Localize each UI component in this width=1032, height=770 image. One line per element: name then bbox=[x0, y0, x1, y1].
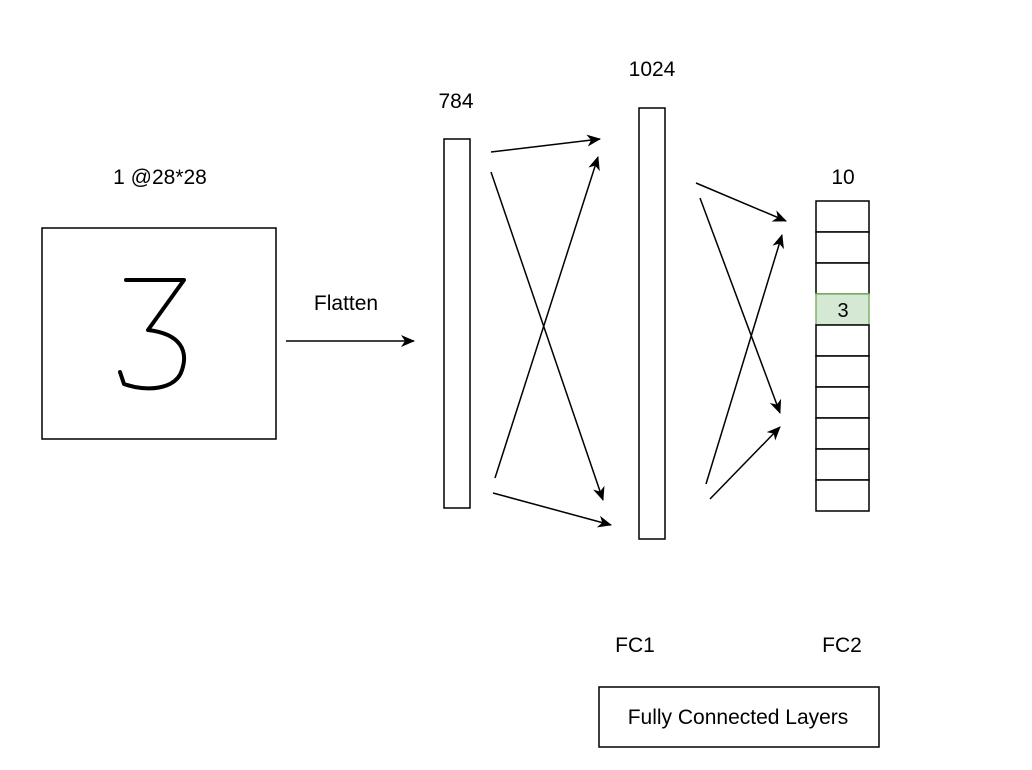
flatten-label: Flatten bbox=[313, 292, 379, 315]
connection-arrow bbox=[490, 134, 601, 153]
fc2-cell bbox=[815, 355, 870, 388]
fc2-cell bbox=[815, 448, 870, 481]
fc2-layer-cells bbox=[815, 200, 870, 512]
fc2-name-label: FC2 bbox=[822, 634, 862, 657]
connection-arrow bbox=[492, 492, 612, 528]
fc2-cell bbox=[815, 479, 870, 512]
fc2-cell bbox=[815, 386, 870, 419]
input-dims-label: 1 @28*28 bbox=[113, 166, 207, 189]
fc1-name-label: FC1 bbox=[615, 634, 655, 657]
fc2-cell bbox=[815, 324, 870, 357]
handwritten-digit-3-icon bbox=[118, 278, 187, 391]
fc2-cell bbox=[815, 200, 870, 233]
fc2-highlighted-cell-label: 3 bbox=[837, 300, 849, 322]
fc2-cell bbox=[815, 262, 870, 295]
flatten-layer-bar bbox=[443, 138, 471, 509]
connection-arrow bbox=[709, 426, 781, 500]
fc2-highlighted-cell bbox=[815, 293, 870, 326]
connection-arrow bbox=[490, 171, 605, 501]
caption-box bbox=[598, 686, 880, 748]
connection-arrow bbox=[705, 234, 784, 485]
connection-arrow bbox=[699, 197, 782, 414]
fc2-cell bbox=[815, 231, 870, 264]
fc2-layer-size-label: 10 bbox=[831, 166, 855, 189]
connection-arrow bbox=[695, 182, 787, 222]
caption-label: Fully Connected Layers bbox=[627, 706, 849, 729]
fc1-layer-bar bbox=[638, 107, 666, 540]
connection-arrow bbox=[494, 156, 600, 479]
fc2-cell bbox=[815, 417, 870, 450]
fc1-layer-size-label: 1024 bbox=[628, 58, 676, 81]
flatten-layer-size-label: 784 bbox=[438, 90, 474, 113]
